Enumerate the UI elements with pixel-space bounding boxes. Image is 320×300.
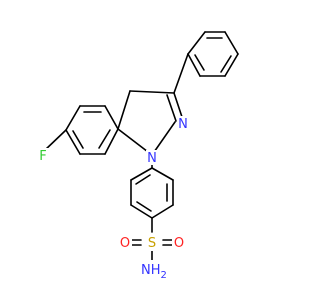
oxygen-atom-2: O [174,236,184,251]
sulfur-atom: S [148,236,156,251]
pyrazoline-ring [117,53,189,156]
molecule-drawing: F N N S O O NH2 [37,31,239,281]
fluorine-atom: F [39,149,46,164]
sulfonamide-phenyl-ring [130,154,174,233]
amine-group: NH2 [141,263,167,281]
oxygen-atom-1: O [120,236,130,251]
atom-labels: F N N S O O NH2 [37,116,189,281]
structure-canvas: F N N S O O NH2 [37,31,239,281]
amine-label: NH [141,263,161,278]
phenyl-ring-top [187,31,239,77]
amine-subscript: 2 [161,270,167,281]
fluorophenyl-ring [43,105,119,155]
nitrogen-atom-2: N [178,117,188,132]
nitrogen-atom-1: N [147,151,157,166]
